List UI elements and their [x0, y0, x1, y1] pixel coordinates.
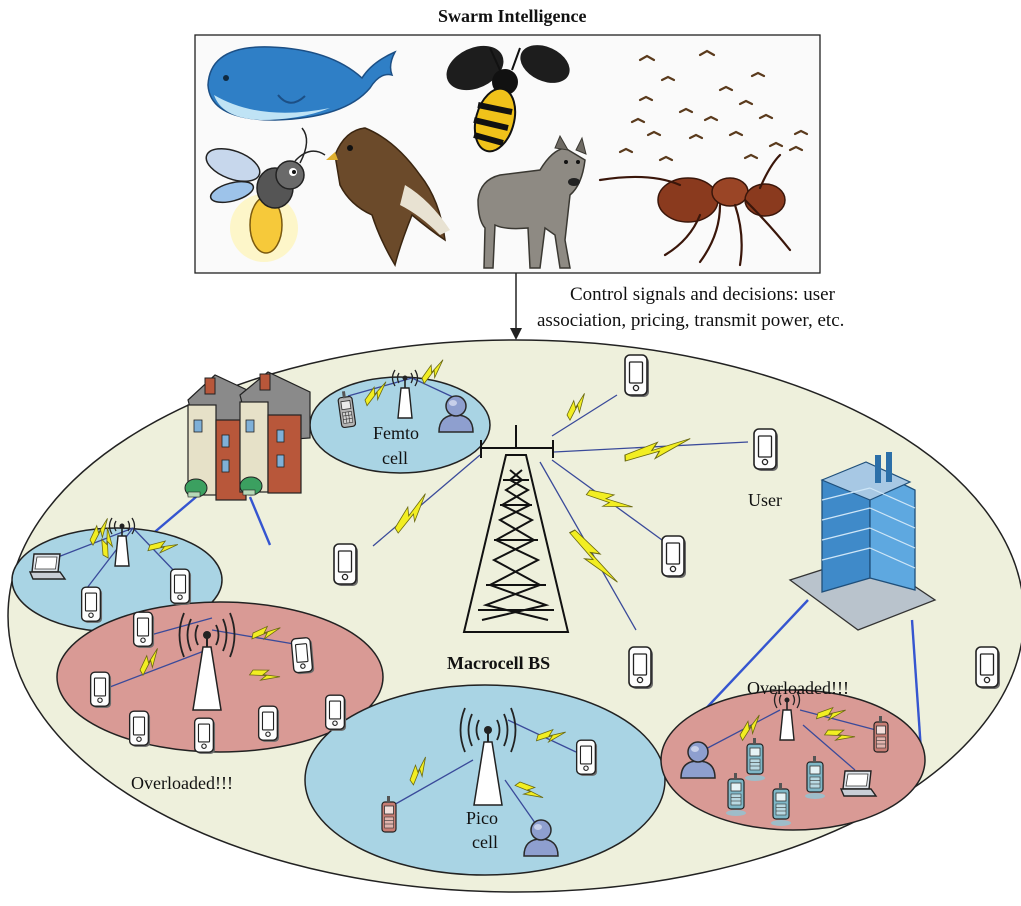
- swarm-intelligence-title: Swarm Intelligence: [438, 6, 587, 26]
- office-building-icon: [788, 452, 937, 631]
- user-label: User: [748, 490, 782, 510]
- firefly-illustration: [205, 127, 326, 262]
- bee-illustration: [446, 45, 570, 153]
- overloaded-right-label: Overloaded!!!: [747, 678, 849, 698]
- macrocell-tower-icon: [462, 425, 570, 633]
- birds-flock: [618, 49, 809, 162]
- control-caption-line1: Control signals and decisions: user: [570, 284, 835, 305]
- control-caption-line2: association, pricing, transmit power, et…: [537, 310, 845, 331]
- pico-label-line1: Pico: [466, 808, 499, 828]
- macrocell-label: Macrocell BS: [447, 653, 551, 673]
- ant-illustration: [598, 153, 792, 267]
- houses-icon: [184, 371, 311, 501]
- femto-label-line1: Femto: [373, 423, 420, 443]
- femto-label-line2: cell: [382, 448, 408, 468]
- control-arrow: [510, 273, 522, 340]
- pico-label-line2: cell: [472, 832, 498, 852]
- wolf-illustration: [477, 134, 587, 269]
- hawk-illustration: [326, 127, 450, 267]
- overloaded-left-label: Overloaded!!!: [131, 773, 233, 793]
- whale-illustration: [207, 46, 397, 121]
